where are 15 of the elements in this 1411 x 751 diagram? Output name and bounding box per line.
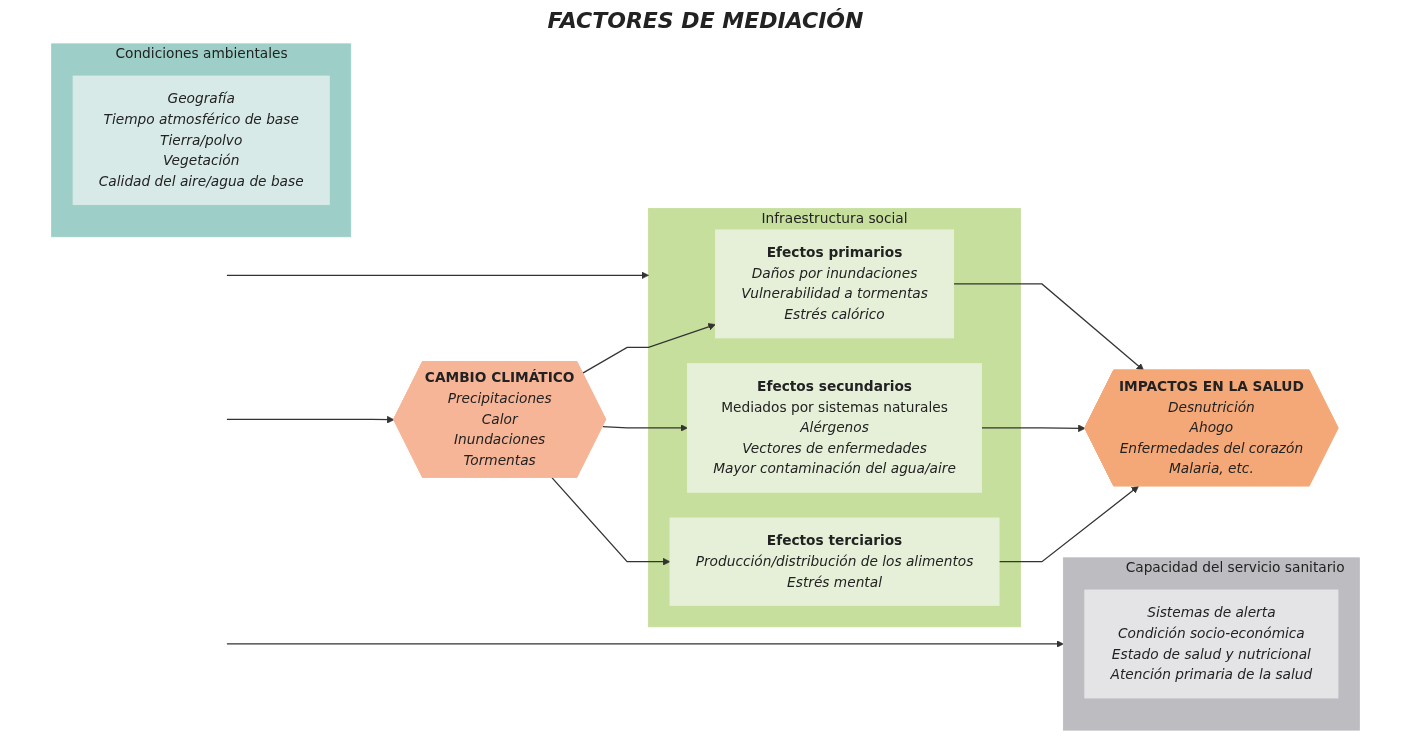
arrow <box>952 283 1145 371</box>
node-box: Efectos terciarios Producción/distribución de los alimentos Estrés mental <box>669 517 1000 606</box>
arrow <box>226 415 395 424</box>
arrow <box>551 477 671 566</box>
arrow <box>980 424 1086 433</box>
diagram-title: FACTORES DE MEDIACIÓN <box>546 8 865 33</box>
node-box: Geografía Tiempo atmosférico de base Tierra/polvo Vegetación Calidad del aire/agua de base <box>72 75 330 206</box>
arrow <box>226 640 1064 648</box>
arrow <box>602 424 688 432</box>
arrow <box>582 323 716 374</box>
node-box: Efectos primarios Daños por inundaciones Vulnerabilidad a tormentas Estrés calórico <box>715 229 955 339</box>
arrow <box>998 485 1139 563</box>
arrow <box>226 271 649 280</box>
node-box: Efectos secundarios Mediados por sistemas naturales Alérgenos Vectores de enfermedades Mayor contaminación del agua/aire <box>687 363 982 493</box>
node-box: Sistemas de alerta Condición socio-económica Estado de salud y nutricional Atención primaria de la salud <box>1084 589 1339 699</box>
